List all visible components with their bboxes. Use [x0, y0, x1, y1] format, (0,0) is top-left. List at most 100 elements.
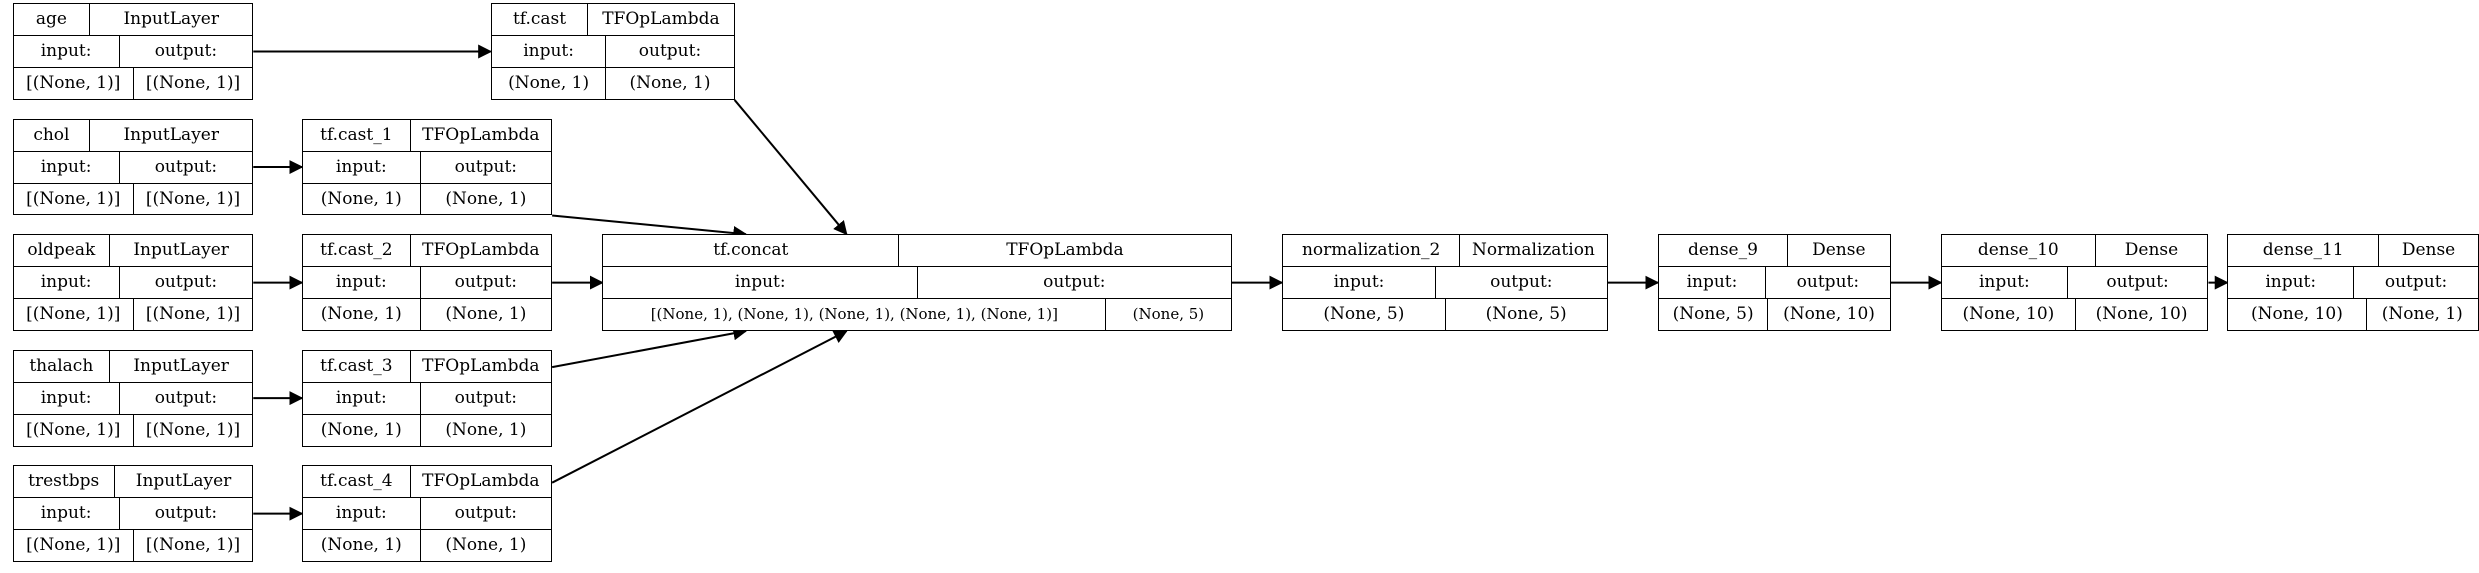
- node-io-label-row: input: output:: [603, 266, 1231, 299]
- node-shape-row: (None, 1)(None, 1): [303, 182, 552, 215]
- node-name: tf.cast: [512, 9, 567, 30]
- node-tf.concat[interactable]: tf.concat TFOpLambda input: output:[(None, …: [602, 234, 1232, 331]
- node-class-name: InputLayer: [109, 350, 252, 382]
- output-shape: [(None, 1)]: [132, 299, 252, 330]
- node-class-name: InputLayer: [109, 235, 252, 267]
- node-io-label-row: input:output:: [491, 35, 734, 67]
- node-name: tf.cast_1: [320, 124, 393, 145]
- node-io-label-row: input: output:: [1658, 266, 1890, 299]
- node-header-row: chol InputLayer: [14, 119, 253, 151]
- output-label: output:: [118, 267, 253, 299]
- node-io-label-row: input: output:: [13, 266, 253, 299]
- node-shape-row: [(None, 1)][(None, 1)]: [13, 298, 253, 330]
- output-label: output:: [2353, 267, 2478, 299]
- node-name: normalization_2: [1301, 240, 1441, 261]
- output-shape: (None, 1): [419, 299, 551, 330]
- node-shape-row: [(None, 1), (None, 1), (None, 1), (None,…: [603, 298, 1231, 330]
- node-io-label-row: input:output:: [13, 497, 253, 530]
- node-shape-row: [(None, 1)] [(None, 1)]: [13, 66, 253, 99]
- node-header-row: thalach InputLayer: [14, 350, 253, 382]
- output-shape: [(None, 1)]: [132, 67, 252, 99]
- node-name: chol: [33, 124, 70, 145]
- node-class-name: InputLayer: [89, 119, 252, 151]
- output-label: output:: [2066, 267, 2208, 299]
- node-shape-row: (None, 10)(None, 1): [2228, 298, 2478, 330]
- output-shape: (None, 1): [419, 530, 551, 562]
- node-header-row: tf.concat TFOpLambda: [603, 235, 1230, 267]
- output-label: output:: [1765, 267, 1890, 299]
- node-name: tf.concat: [713, 240, 789, 261]
- node-io-label-row: input:output:: [1942, 266, 2208, 299]
- output-label: output:: [419, 498, 551, 530]
- input-label: input:: [1333, 272, 1385, 293]
- input-label: input:: [734, 272, 786, 293]
- node-name: oldpeak: [27, 240, 96, 261]
- output-shape: (None, 1): [419, 183, 551, 215]
- input-label: input:: [335, 387, 387, 408]
- node-shape-row: (None, 5)(None, 10): [1658, 298, 1890, 330]
- node-name: thalach: [29, 355, 94, 376]
- node-name: trestbps: [28, 471, 100, 492]
- node-shape-row: (None, 10)(None, 10): [1942, 298, 2208, 330]
- output-label: output:: [118, 498, 253, 530]
- node-name: dense_10: [1977, 240, 2059, 261]
- node-class-name: TFOpLambda: [409, 235, 551, 267]
- input-shape: (None, 1): [508, 72, 590, 93]
- node-io-label-row: input:output:: [303, 266, 552, 299]
- node-class-name: InputLayer: [113, 466, 252, 498]
- output-shape: (None, 10): [2074, 299, 2208, 330]
- output-shape: (None, 5): [1105, 299, 1230, 330]
- node-class-name: TFOpLambda: [898, 235, 1230, 267]
- node-shape-row: (None, 1)(None, 1): [491, 66, 734, 99]
- edge-tf.cast-to-tf.concat: [733, 99, 848, 236]
- input-shape: (None, 5): [1323, 304, 1405, 325]
- node-shape-row: (None, 1)(None, 1): [303, 529, 552, 562]
- input-shape: [(None, 1)]: [26, 419, 121, 440]
- input-shape: (None, 1): [320, 419, 402, 440]
- input-label: input:: [335, 272, 387, 293]
- input-label: input:: [335, 503, 387, 524]
- output-label: output:: [1435, 267, 1607, 299]
- node-class-name: TFOpLambda: [409, 350, 551, 382]
- node-shape-row: (None, 5) (None, 5): [1282, 298, 1607, 330]
- output-shape: (None, 5): [1444, 299, 1607, 330]
- output-label: output:: [917, 267, 1231, 299]
- output-label: output:: [118, 151, 253, 183]
- node-io-label-row: input:output:: [13, 35, 253, 67]
- node-shape-row: [(None, 1)][(None, 1)]: [13, 182, 253, 215]
- input-label: input:: [40, 156, 92, 177]
- node-class-name: Dense: [2378, 235, 2478, 267]
- output-label: output:: [118, 382, 253, 414]
- input-label: input:: [2265, 272, 2317, 293]
- node-io-label-row: input: output:: [303, 497, 552, 530]
- node-class-name: TFOpLambda: [587, 4, 733, 36]
- input-label: input:: [523, 41, 574, 62]
- node-header-row: trestbps InputLayer: [14, 466, 253, 498]
- node-chol[interactable]: chol InputLayer input: output:[(None, 1)][(…: [12, 118, 254, 216]
- input-label: input:: [1686, 272, 1738, 293]
- input-label: input:: [40, 272, 92, 293]
- input-shape: [(None, 1)]: [26, 72, 121, 93]
- node-header-row: tf.cast_1 TFOpLambda: [303, 119, 551, 151]
- node-class-name: TFOpLambda: [409, 119, 551, 151]
- node-oldpeak[interactable]: oldpeak InputLayer input: output:[(None, 1)…: [12, 234, 254, 331]
- node-class-name: InputLayer: [89, 4, 252, 36]
- node-class-name: Dense: [1786, 235, 1890, 267]
